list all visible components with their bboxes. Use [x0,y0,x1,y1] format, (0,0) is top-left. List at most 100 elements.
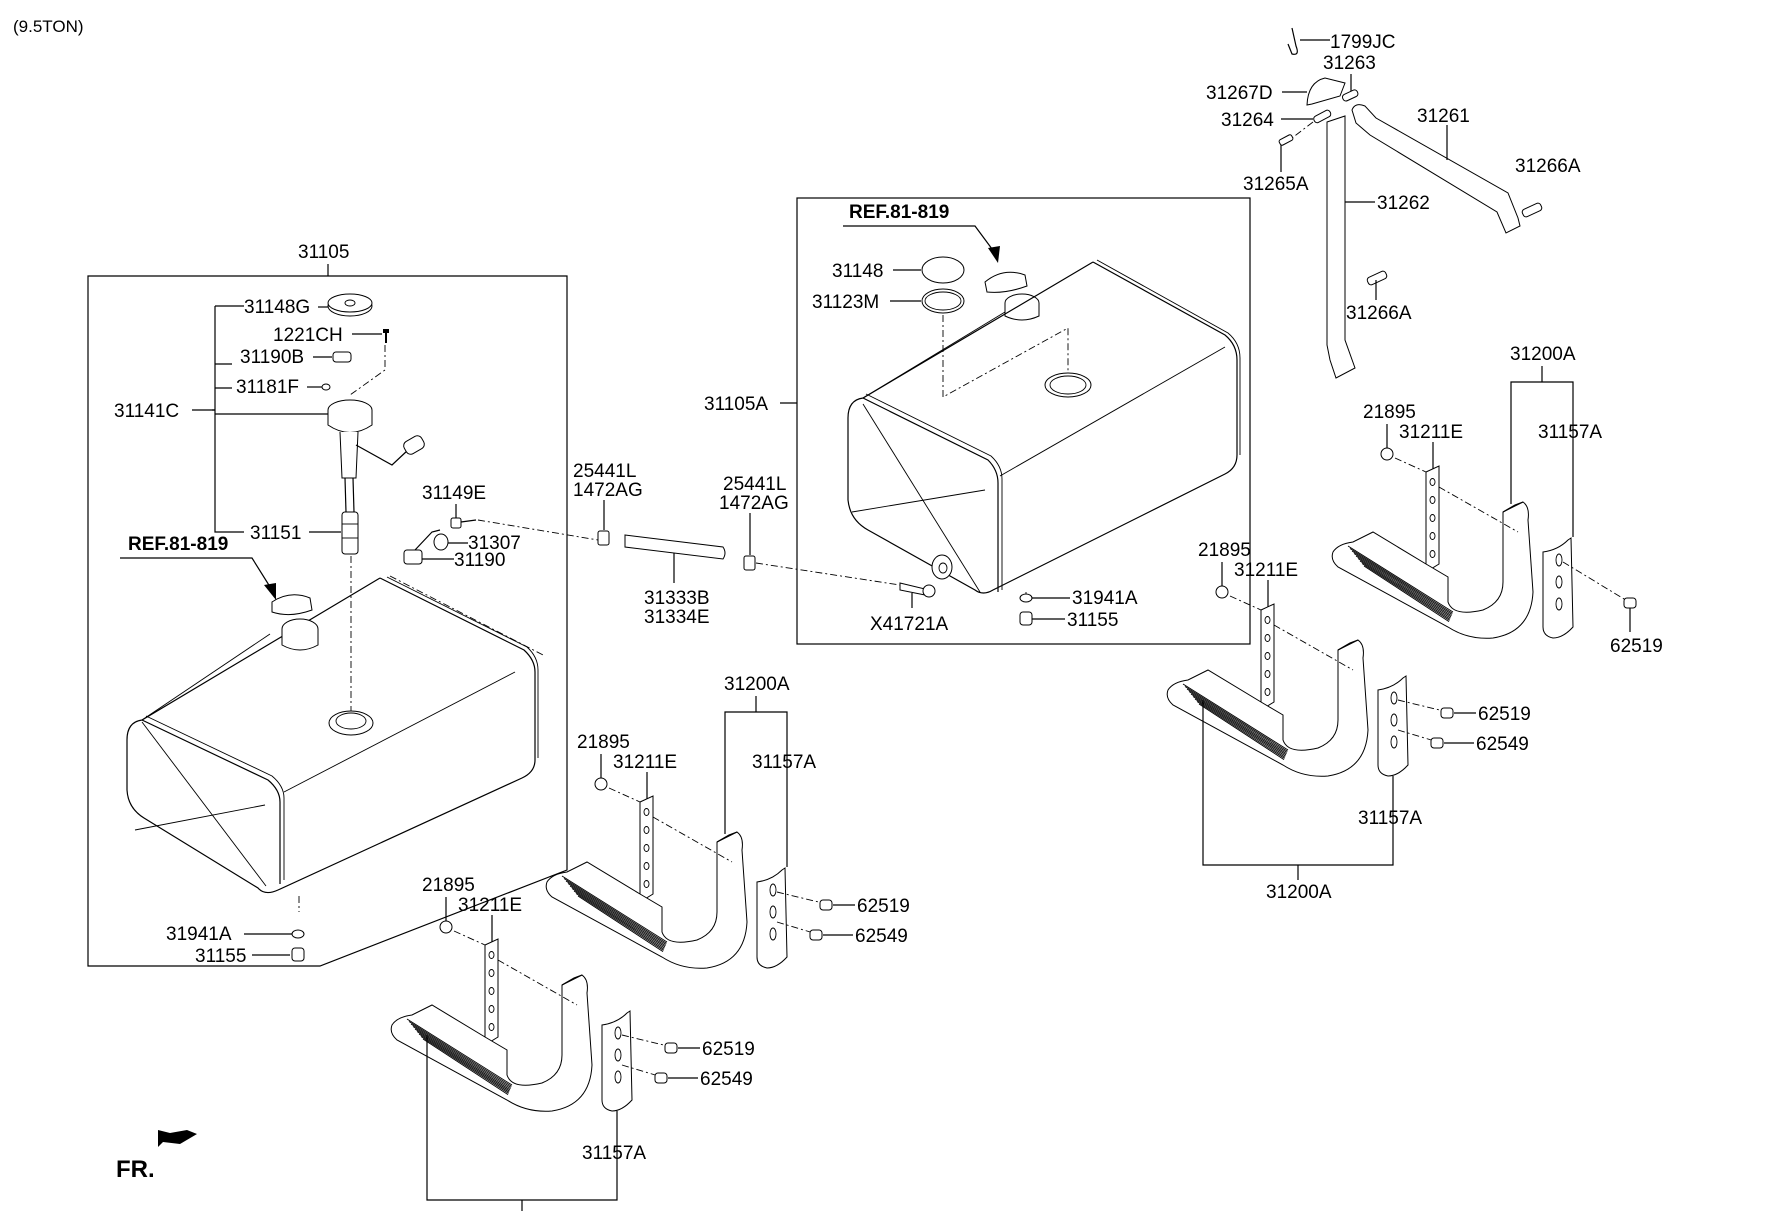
label-31190B[interactable]: 31190B [240,347,304,368]
label-31200A[interactable]: 31200A [1266,882,1332,903]
screw-part [383,329,389,343]
plate-hole [643,880,650,888]
tread-line [1357,558,1451,619]
label-62519[interactable]: 62519 [1610,636,1663,657]
dash-nut [453,930,486,946]
pin-31266A-1 [1521,202,1543,218]
label-31211E[interactable]: 31211E [1234,560,1298,581]
label-1221CH[interactable]: 1221CH [273,325,343,346]
tread-line [561,875,668,943]
label-25441L-left[interactable]: 25441L [573,461,636,482]
dash-bolt [1397,699,1449,713]
gasket-part-top [327,293,373,313]
label-31148G[interactable]: 31148G [244,297,310,318]
label-X41721A[interactable]: X41721A [870,614,949,635]
label-62549[interactable]: 62549 [1476,734,1529,755]
label-31262[interactable]: 31262 [1377,193,1430,214]
label-31211E[interactable]: 31211E [613,752,677,773]
label-31261[interactable]: 31261 [1417,106,1470,127]
label-31941A-right[interactable]: 31941A [1072,588,1138,609]
step-tread [1166,639,1369,777]
label-21895[interactable]: 21895 [577,732,630,753]
plate-hole [488,969,495,977]
plate-hole [1429,478,1436,486]
label-31123M[interactable]: 31123M [812,292,879,313]
drain-plug-left [291,947,305,962]
tread-line [408,1021,512,1087]
label-1472AG-left[interactable]: 1472AG [573,480,643,501]
label-31200A[interactable]: 31200A [724,674,790,695]
tread-line [422,1038,509,1095]
label-31157A[interactable]: 31157A [582,1143,646,1164]
label-31151[interactable]: 31151 [250,523,301,544]
label-31941A-left[interactable]: 31941A [166,924,232,945]
label-31155-right[interactable]: 31155 [1067,610,1118,631]
label-31155-left[interactable]: 31155 [195,946,246,967]
label-31200A[interactable]: 31200A [1510,344,1576,365]
label-31157A[interactable]: 31157A [1538,422,1602,443]
label-62549[interactable]: 62549 [855,926,908,947]
label-31266A-1[interactable]: 31266A [1515,156,1581,177]
front-label: FR. [116,1156,155,1183]
label-31211E[interactable]: 31211E [458,895,522,916]
label-62519[interactable]: 62519 [1478,704,1531,725]
plate-hole [1264,634,1271,642]
tread-line [1353,553,1452,616]
step-upright [1337,639,1359,651]
label-21895[interactable]: 21895 [422,875,475,896]
label-31267D[interactable]: 31267D [1206,83,1273,104]
cap-31267D [1306,77,1346,106]
label-62519[interactable]: 62519 [857,896,910,917]
right-fuel-tank [847,259,1241,594]
bolt-62549 [1430,737,1444,749]
tread-line [1184,686,1288,752]
ref-right[interactable]: REF.81-819 [849,202,949,223]
label-31190[interactable]: 31190 [454,550,505,571]
tread-line [1196,701,1285,759]
tread-line [1363,565,1450,622]
label-21895[interactable]: 21895 [1363,402,1416,423]
bolt-31265A [1278,134,1294,146]
dash-31265A [1291,121,1314,139]
label-1799JC[interactable]: 1799JC [1330,32,1396,53]
label-31181F[interactable]: 31181F [236,377,299,398]
tread-line [1347,545,1454,613]
label-31266A-2[interactable]: 31266A [1346,303,1412,324]
label-1472AG-right[interactable]: 1472AG [719,493,789,514]
step-upright [716,831,738,843]
label-31333B[interactable]: 31333B [644,588,710,609]
label-31157A[interactable]: 31157A [1358,808,1422,829]
label-31307[interactable]: 31307 [468,533,521,554]
drain-plug-right [1019,611,1033,626]
right-tank-assembly: 31105A REF.81-819 31148 31123M [704,197,1251,645]
label-31265A[interactable]: 31265A [1243,174,1309,195]
label-31264[interactable]: 31264 [1221,110,1274,131]
tread-line [565,880,667,945]
label-31157A[interactable]: 31157A [752,752,816,773]
left-tank-assembly: 31105 31141C 31148G 1221CH 31190B 31181F [87,242,599,967]
label-31105[interactable]: 31105 [298,242,349,263]
bolt-62549 [809,929,823,941]
ref-left[interactable]: REF.81-819 [128,534,228,555]
diagram-title: (9.5TON) [13,17,84,36]
plate-hole [1429,550,1436,558]
label-25441L-right[interactable]: 25441L [723,474,786,495]
label-21895[interactable]: 21895 [1198,540,1251,561]
label-31149E[interactable]: 31149E [422,483,486,504]
bolt-62519 [664,1042,678,1054]
label-31334E[interactable]: 31334E [644,607,710,628]
label-31141C[interactable]: 31141C [114,401,179,422]
tread-line [414,1028,511,1091]
label-31148-right[interactable]: 31148 [832,261,883,282]
label-62519[interactable]: 62519 [702,1039,755,1060]
label-62549[interactable]: 62549 [700,1069,753,1090]
label-31105A[interactable]: 31105A [704,394,768,415]
label-31211E[interactable]: 31211E [1399,422,1463,443]
label-31263[interactable]: 31263 [1323,53,1376,74]
bolt-62519 [1440,707,1454,719]
fuel-sender-unit [327,399,425,555]
dash-right-sender [942,315,1069,398]
gasket-hole [344,299,356,307]
